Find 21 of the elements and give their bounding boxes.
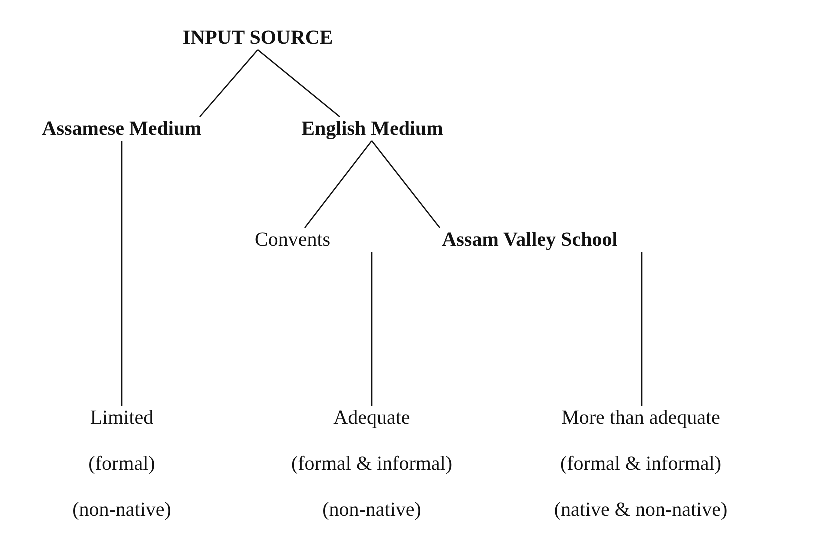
node-text-line: (formal & informal) xyxy=(559,452,723,476)
tree-line xyxy=(121,141,123,406)
node-label: Convents xyxy=(255,228,332,252)
tree-line xyxy=(304,140,373,228)
node-label: Assamese Medium xyxy=(41,117,203,141)
node-text-line: (non-native) xyxy=(72,498,172,522)
node-label: INPUT SOURCE xyxy=(182,26,334,50)
node-text-line: Limited xyxy=(89,406,155,430)
tree-line xyxy=(641,252,643,406)
node-text-line: (native & non-native) xyxy=(553,498,729,522)
tree-line xyxy=(371,252,373,406)
tree-line xyxy=(200,50,258,118)
tree-line xyxy=(258,50,340,118)
node-text-line: (formal & informal) xyxy=(290,452,454,476)
node-text-line: (formal) xyxy=(88,452,156,476)
node-text-line: (non-native) xyxy=(322,498,422,522)
node-text-line: Adequate xyxy=(332,406,412,430)
tree-line xyxy=(371,140,441,228)
node-label: Assam Valley School xyxy=(441,228,619,252)
node-label: English Medium xyxy=(300,117,444,141)
node-text-line: More than adequate xyxy=(560,406,722,430)
